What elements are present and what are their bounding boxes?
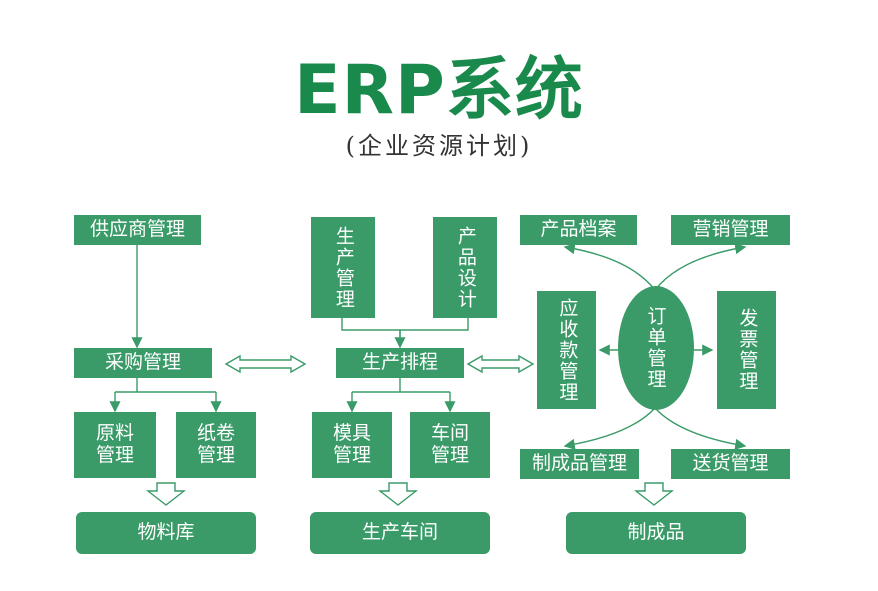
order-to-finished-curve	[563, 407, 656, 450]
diagram-title: ERP系统	[294, 51, 584, 130]
invoice-management-box: 发票管理	[717, 291, 776, 409]
workshop-management-box: 车间 管理	[410, 412, 490, 478]
material-warehouse-box: 物料库	[76, 512, 256, 554]
finished-goods-box: 制成品	[566, 512, 746, 554]
production-workshop-box: 生产车间	[310, 512, 490, 554]
production-merge-lines	[341, 318, 469, 347]
marketing-management-box: 营销管理	[671, 215, 790, 245]
order-to-marketing-curve	[654, 243, 747, 291]
paper-roll-box: 纸卷 管理	[176, 412, 256, 478]
supplier-management-box: 供应商管理	[74, 215, 201, 245]
mold-management-box: 模具 管理	[312, 412, 392, 478]
receivables-management-box: 应收款管理	[537, 291, 596, 409]
delivery-management-box: 送货管理	[671, 449, 790, 479]
product-design-box: 产品设计	[433, 217, 497, 318]
schedule-branch-lines	[352, 378, 450, 393]
purchase-branch-lines	[115, 378, 216, 393]
purchase-management-box: 采购管理	[74, 348, 212, 378]
left-mid-double-arrow	[224, 354, 307, 374]
down-arrow-right	[633, 482, 675, 506]
diagram-subtitle: (企业资源计划)	[345, 132, 533, 160]
raw-material-box: 原料 管理	[74, 412, 156, 478]
order-management-ellipse: 订单管理	[618, 286, 694, 410]
down-arrow-middle	[377, 482, 419, 506]
production-scheduling-box: 生产排程	[336, 348, 464, 378]
mid-right-double-arrow	[466, 354, 535, 374]
down-arrow-left	[145, 482, 187, 506]
product-archive-box: 产品档案	[520, 215, 637, 245]
production-management-box: 生产管理	[311, 217, 375, 318]
order-to-delivery-curve	[654, 407, 747, 450]
order-to-archive-curve	[563, 243, 656, 291]
finished-goods-management-box: 制成品管理	[520, 449, 639, 479]
